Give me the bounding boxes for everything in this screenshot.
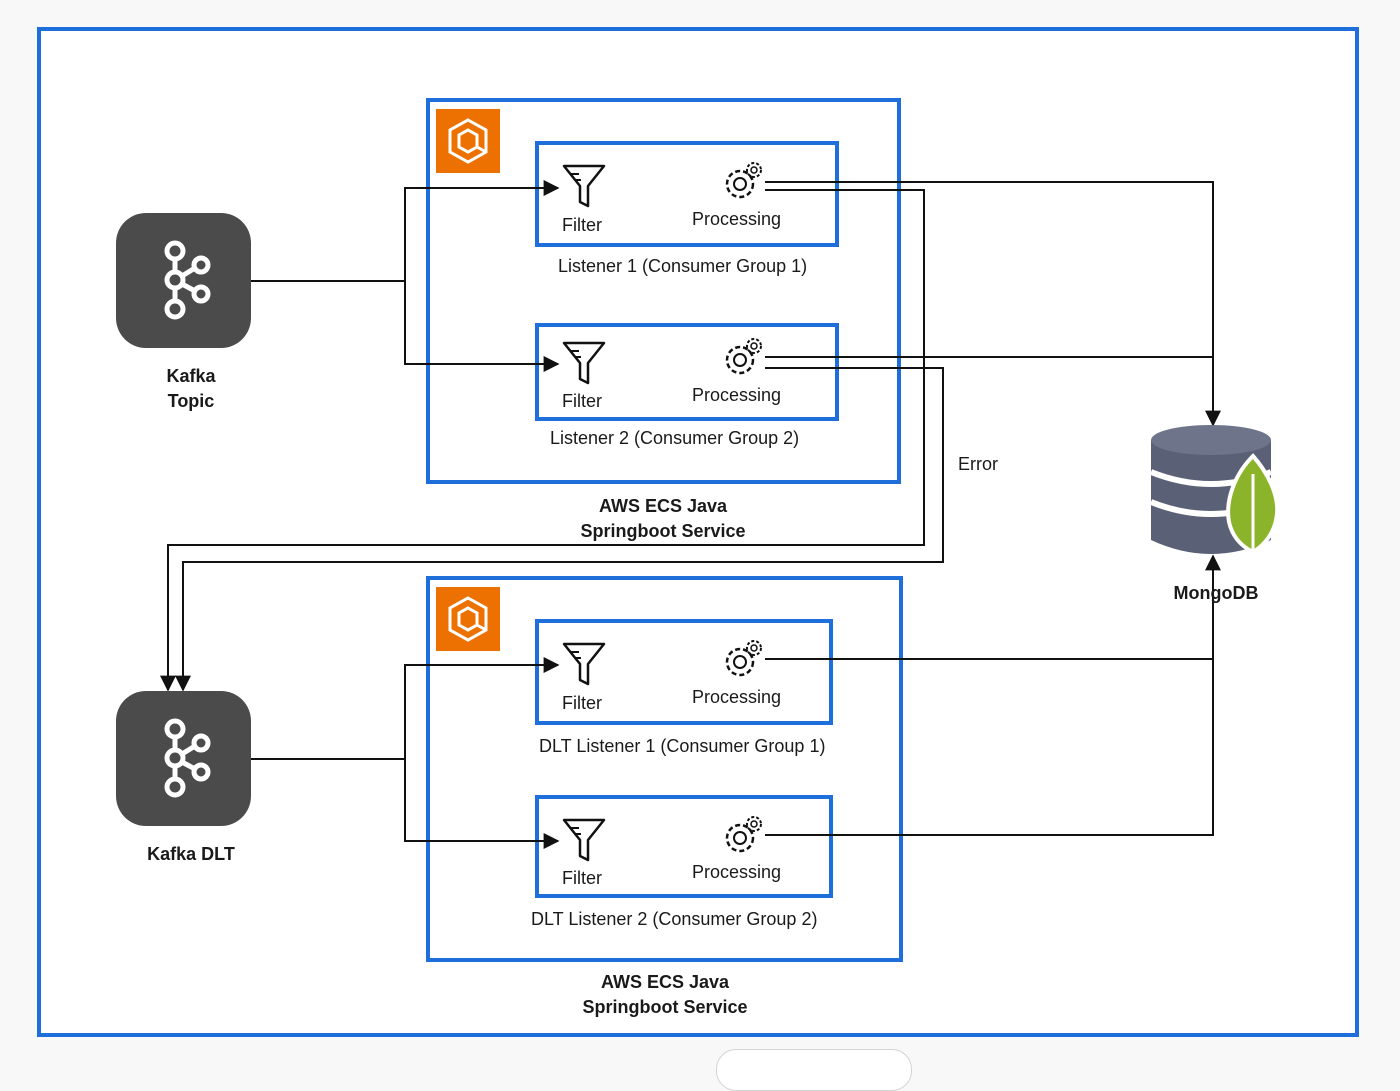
service-box-bottom — [426, 576, 903, 962]
listener2-error-to-dlt-arrow — [175, 367, 944, 692]
kafka-icon — [164, 240, 211, 320]
error-label: Error — [958, 454, 998, 474]
topic-to-listener1-arrow — [251, 180, 560, 282]
filter-label: Filter — [562, 868, 602, 888]
filter-icon — [562, 642, 606, 686]
gears-icon — [725, 338, 762, 375]
processing-label: Processing — [692, 209, 782, 229]
filter-label: Filter — [562, 391, 602, 411]
service-caption-line2: Springboot Service — [582, 997, 748, 1017]
kafka-dlt-label: Kafka DLT — [147, 844, 235, 864]
filter-label: Filter — [562, 693, 602, 713]
dlt-listener2-to-mongodb-arrow — [765, 554, 1221, 836]
processing-label: Processing — [692, 687, 782, 707]
architecture-diagram: Filter Processing Listener 1 (Consumer G… — [37, 27, 1359, 1091]
filter-icon — [562, 164, 606, 208]
listener-caption: Listener 2 (Consumer Group 2) — [550, 428, 800, 448]
aws-ecs-icon — [436, 109, 500, 173]
filter-icon — [562, 818, 606, 862]
filter-label: Filter — [562, 215, 602, 235]
gears-icon — [725, 162, 762, 199]
listener-caption: Listener 1 (Consumer Group 1) — [558, 256, 808, 276]
dlt-to-dlt-listener1-arrow — [251, 657, 560, 760]
service-box-top — [426, 98, 901, 484]
connector-lines — [160, 180, 1221, 849]
processing-label: Processing — [692, 385, 782, 405]
topic-to-listener2-arrow — [404, 281, 560, 372]
listener-box-1 — [535, 141, 839, 247]
kafka-icon — [164, 718, 211, 798]
processing-label: Processing — [692, 862, 782, 882]
ecs-hex-icon — [448, 596, 488, 642]
dlt-listener-box-2 — [535, 795, 833, 898]
mongodb-leaf-icon — [1226, 453, 1280, 556]
gears-icon — [725, 640, 762, 677]
aws-ecs-icon — [436, 587, 500, 651]
service-caption-line2: Springboot Service — [580, 521, 746, 541]
dlt-listener-box-1 — [535, 619, 833, 725]
kafka-topic-label-line2: Topic — [167, 391, 215, 411]
service-caption-line1: AWS ECS Java — [600, 972, 730, 992]
kafka-dlt-node — [116, 691, 251, 826]
mongodb-database-icon — [1149, 425, 1280, 556]
kafka-topic-label-line1: Kafka — [166, 366, 216, 386]
listener-caption: DLT Listener 2 (Consumer Group 2) — [531, 909, 818, 929]
listener1-to-mongodb-arrow — [765, 181, 1221, 427]
listener-box-2 — [535, 323, 839, 421]
kafka-topic-node — [116, 213, 251, 348]
gears-icon — [725, 816, 762, 853]
filter-icon — [562, 341, 606, 385]
mongodb-label: MongoDB — [1173, 583, 1259, 603]
listener-caption: DLT Listener 1 (Consumer Group 1) — [539, 736, 826, 756]
dlt-to-dlt-listener2-arrow — [404, 759, 560, 849]
bottom-pill — [716, 1049, 912, 1091]
ecs-hex-icon — [448, 118, 488, 164]
listener1-error-to-dlt-arrow — [160, 189, 925, 692]
service-caption-line1: AWS ECS Java — [598, 496, 728, 516]
